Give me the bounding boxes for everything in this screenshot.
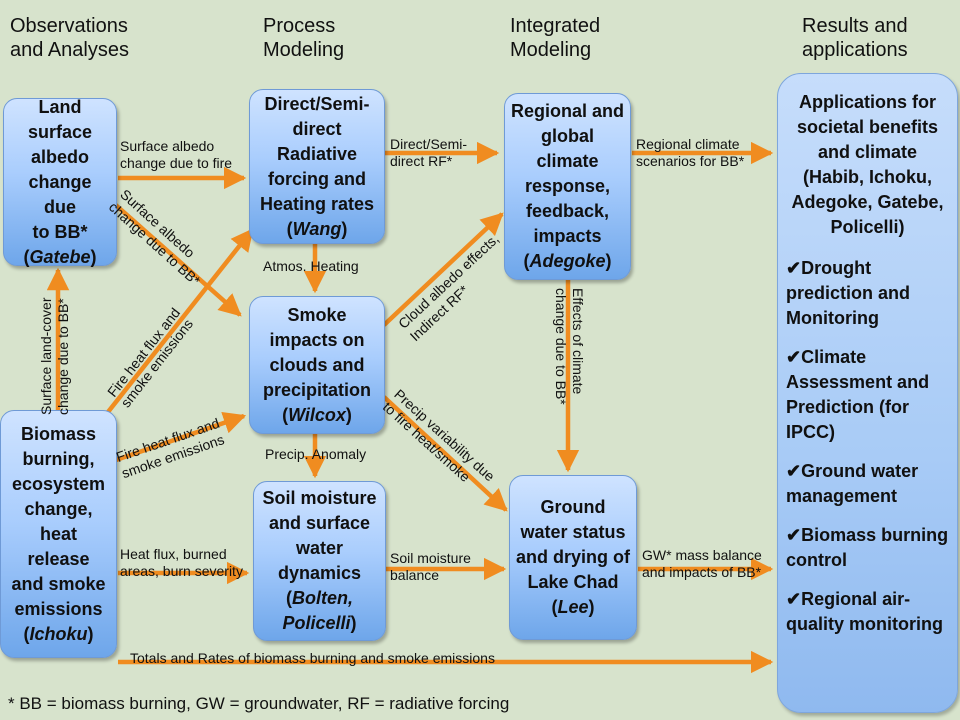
check-icon: ✔ (786, 258, 802, 278)
label-direct-rf: Direct/Semi-direct RF* (390, 136, 468, 169)
arrow-smoke-to-ground (382, 395, 508, 512)
arrow-fireflux-to-direct (106, 228, 254, 414)
result-item-ground-water: ✔Ground water management (786, 461, 919, 506)
result-item-air-quality: ✔Regional air- quality monitoring (786, 589, 943, 634)
arrow-fireflux-to-smoke (115, 411, 247, 463)
result-item-biomass-control: ✔Biomass burning control (786, 525, 949, 570)
check-icon: ✔ (786, 347, 802, 367)
label-atmos-heating: Atmos. Heating (263, 258, 359, 274)
check-icon: ✔ (786, 461, 802, 481)
label-totals-rates: Totals and Rates of biomass burning and … (130, 650, 495, 666)
footnote: * BB = biomass burning, GW = groundwater… (8, 694, 510, 713)
check-icon: ✔ (786, 525, 802, 545)
arrow-smoke-to-regional (382, 212, 504, 327)
label-precip-anomaly: Precip. Anomaly (265, 446, 367, 462)
arrow-albedo-to-smoke (108, 198, 242, 317)
check-icon: ✔ (786, 589, 802, 609)
